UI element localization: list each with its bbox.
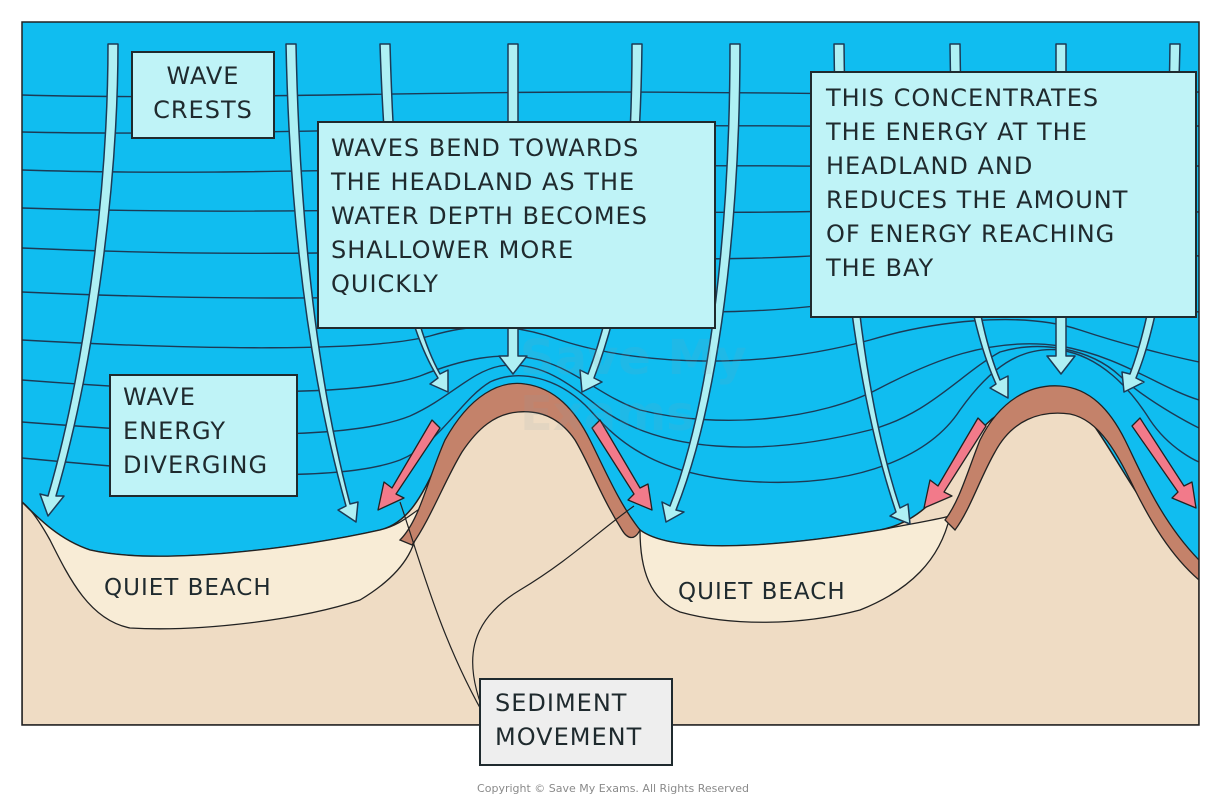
watermark: Save My Exams bbox=[520, 330, 747, 442]
cliff-right-headland bbox=[944, 385, 1199, 581]
label-wave-crests: WAVE CRESTS bbox=[131, 51, 275, 139]
label-line: THE ENERGY AT THE bbox=[826, 118, 1088, 147]
label-line: WAVE bbox=[166, 62, 240, 90]
label-line: THE BAY bbox=[826, 254, 935, 283]
label-line: THE HEADLAND AS THE bbox=[331, 168, 636, 197]
label-quiet-beach-left: QUIET BEACH bbox=[104, 575, 272, 601]
label-line: HEADLAND AND bbox=[826, 152, 1034, 181]
label-line: WAVES BEND TOWARDS bbox=[331, 134, 640, 162]
label-line: WATER DEPTH BECOMES bbox=[331, 202, 648, 231]
label-line: ENERGY bbox=[123, 417, 227, 446]
sediment-pointer-lines bbox=[399, 501, 635, 723]
label-line: CRESTS bbox=[153, 96, 253, 125]
label-line: SHALLOWER MORE bbox=[331, 236, 575, 265]
sediment-arrows bbox=[377, 417, 1197, 511]
label-line: WAVE bbox=[123, 383, 196, 411]
copyright-text: Copyright © Save My Exams. All Rights Re… bbox=[477, 782, 749, 795]
label-wave-energy-diverging: WAVE ENERGY DIVERGING bbox=[109, 374, 298, 497]
label-line: OF ENERGY REACHING bbox=[826, 220, 1116, 249]
label-line: QUICKLY bbox=[331, 270, 439, 299]
quiet-beach-left bbox=[22, 501, 419, 630]
label-concentrates: THIS CONCENTRATES THE ENERGY AT THE HEAD… bbox=[810, 71, 1197, 318]
label-quiet-beach-right: QUIET BEACH bbox=[678, 579, 846, 605]
cliff-left-headland bbox=[398, 382, 641, 546]
label-line: MOVEMENT bbox=[495, 723, 643, 752]
label-waves-bend: WAVES BEND TOWARDS THE HEADLAND AS THE W… bbox=[317, 121, 716, 329]
label-line: SEDIMENT bbox=[495, 689, 628, 717]
label-line: REDUCES THE AMOUNT bbox=[826, 186, 1129, 215]
label-line: DIVERGING bbox=[123, 451, 269, 480]
label-sediment-movement: SEDIMENT MOVEMENT bbox=[479, 678, 673, 766]
quiet-beach-right bbox=[639, 515, 951, 623]
label-line: THIS CONCENTRATES bbox=[826, 84, 1100, 112]
